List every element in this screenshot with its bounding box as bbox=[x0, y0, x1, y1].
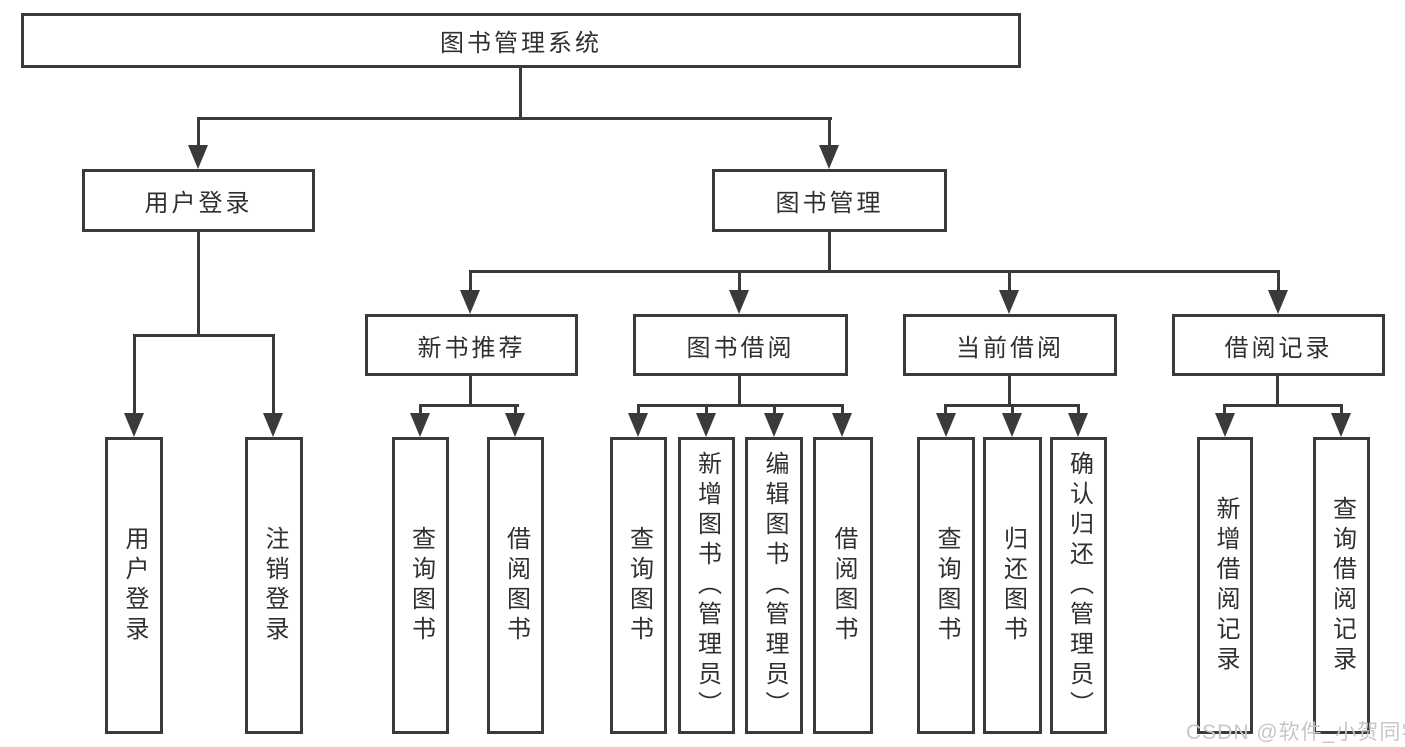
arrowhead-book-borrow bbox=[729, 290, 749, 314]
connector-g3-c3-stem bbox=[773, 404, 776, 420]
connector-user-login-stem bbox=[197, 117, 200, 150]
connector-g4-c1-stem bbox=[944, 404, 947, 420]
connector-level3-hline bbox=[469, 270, 1280, 273]
connector-g4-c2-stem bbox=[1011, 404, 1014, 420]
node-new-book-recommend-label: 新书推荐 bbox=[417, 334, 526, 362]
arrowhead-g2-query-books bbox=[410, 413, 430, 437]
arrowhead-g5-query-record bbox=[1331, 413, 1351, 437]
arrowhead-g3-edit-book bbox=[764, 413, 784, 437]
arrowhead-new-book bbox=[460, 290, 480, 314]
node-library-system-label: 图书管理系统 bbox=[440, 30, 602, 57]
connector-g3-hline bbox=[637, 404, 844, 407]
node-borrow-records: 借阅记录 bbox=[1172, 314, 1385, 376]
connector-user-login-down bbox=[197, 232, 200, 337]
leaf-query-books-recommend-label: 查询图书 bbox=[407, 525, 435, 646]
connector-g5-hline bbox=[1223, 404, 1343, 407]
arrowhead-g4-return-book bbox=[1002, 413, 1022, 437]
connector-g2-c2-stem bbox=[514, 404, 517, 420]
leaf-query-books-borrow-label: 查询图书 bbox=[625, 525, 653, 646]
node-new-book-recommend: 新书推荐 bbox=[365, 314, 578, 376]
leaf-add-borrow-record: 新增借阅记录 bbox=[1197, 437, 1253, 734]
leaf-query-books-current-label: 查询图书 bbox=[933, 525, 960, 646]
arrowhead-book-management bbox=[819, 145, 839, 169]
connector-g2-hline bbox=[419, 404, 519, 407]
leaf-query-books-current: 查询图书 bbox=[917, 437, 975, 734]
node-book-management: 图书管理 bbox=[712, 169, 947, 232]
leaf-query-books-recommend: 查询图书 bbox=[392, 437, 449, 734]
leaf-logout-label: 注销登录 bbox=[261, 525, 288, 646]
arrowhead-g4-confirm-return bbox=[1068, 413, 1088, 437]
arrowhead-g4-query-books bbox=[936, 413, 956, 437]
arrowhead-leaf-logout bbox=[263, 413, 283, 437]
connector-g5-c2-stem bbox=[1340, 404, 1343, 420]
connector-leaf-logout-stem bbox=[272, 334, 275, 416]
node-library-system: 图书管理系统 bbox=[21, 13, 1021, 68]
arrowhead-g3-add-book bbox=[696, 413, 716, 437]
connector-book-management-stem bbox=[828, 117, 831, 150]
arrowhead-user-login bbox=[188, 145, 208, 169]
csdn-watermark: CSDN @软件_小贺同学 bbox=[1186, 721, 1405, 744]
node-user-login-label: 用户登录 bbox=[144, 190, 253, 217]
connector-user-login-hline bbox=[133, 334, 275, 337]
node-book-borrow-label: 图书借阅 bbox=[686, 334, 795, 362]
leaf-edit-book-admin-label: 编辑图书（管理员） bbox=[761, 450, 788, 721]
connector-root-stem bbox=[519, 68, 522, 120]
node-current-borrow: 当前借阅 bbox=[903, 314, 1117, 376]
connector-current-borrow-stem bbox=[1008, 270, 1011, 295]
leaf-add-borrow-record-label: 新增借阅记录 bbox=[1212, 495, 1239, 676]
connector-borrow-records-stem bbox=[1277, 270, 1280, 295]
leaf-borrow-books-recommend: 借阅图书 bbox=[487, 437, 544, 734]
node-borrow-records-label: 借阅记录 bbox=[1224, 334, 1333, 362]
connector-new-book-stem bbox=[469, 270, 472, 295]
arrowhead-g2-borrow-books bbox=[505, 413, 525, 437]
leaf-return-book: 归还图书 bbox=[983, 437, 1042, 734]
connector-g3-down bbox=[738, 376, 741, 407]
leaf-user-login-label: 用户登录 bbox=[121, 525, 148, 646]
connector-level2-hline bbox=[197, 117, 832, 120]
arrowhead-borrow-records bbox=[1268, 290, 1288, 314]
leaf-logout: 注销登录 bbox=[245, 437, 303, 734]
connector-g3-c1-stem bbox=[637, 404, 640, 420]
arrowhead-g3-query-books bbox=[628, 413, 648, 437]
leaf-query-books-borrow: 查询图书 bbox=[610, 437, 667, 734]
leaf-confirm-return-admin: 确认归还（管理员） bbox=[1050, 437, 1107, 734]
arrowhead-g5-add-record bbox=[1215, 413, 1235, 437]
connector-book-management-down bbox=[828, 232, 831, 273]
connector-g2-c1-stem bbox=[419, 404, 422, 420]
connector-g3-c4-stem bbox=[841, 404, 844, 420]
leaf-borrow-books-recommend-label: 借阅图书 bbox=[502, 525, 530, 646]
leaf-add-book-admin-label: 新增图书（管理员） bbox=[693, 450, 721, 721]
connector-leaf-user-login-stem bbox=[133, 334, 136, 416]
arrowhead-leaf-user-login bbox=[124, 413, 144, 437]
connector-g3-c2-stem bbox=[705, 404, 708, 420]
arrowhead-g3-borrow-books bbox=[832, 413, 852, 437]
arrowhead-current-borrow bbox=[999, 290, 1019, 314]
connector-g4-down bbox=[1008, 376, 1011, 407]
connector-g2-down bbox=[469, 376, 472, 407]
node-current-borrow-label: 当前借阅 bbox=[956, 334, 1064, 362]
connector-g4-c3-stem bbox=[1077, 404, 1080, 420]
node-user-login: 用户登录 bbox=[82, 169, 315, 232]
leaf-query-borrow-record-label: 查询借阅记录 bbox=[1328, 495, 1356, 676]
leaf-edit-book-admin: 编辑图书（管理员） bbox=[745, 437, 803, 734]
leaf-borrow-books-2: 借阅图书 bbox=[813, 437, 873, 734]
leaf-confirm-return-admin-label: 确认归还（管理员） bbox=[1065, 450, 1093, 721]
connector-book-borrow-stem bbox=[738, 270, 741, 295]
node-book-borrow: 图书借阅 bbox=[633, 314, 848, 376]
node-book-management-label: 图书管理 bbox=[775, 190, 884, 217]
connector-g5-c1-stem bbox=[1223, 404, 1226, 420]
leaf-add-book-admin: 新增图书（管理员） bbox=[678, 437, 735, 734]
leaf-return-book-label: 归还图书 bbox=[999, 525, 1027, 646]
connector-g5-down bbox=[1276, 376, 1279, 407]
leaf-borrow-books-2-label: 借阅图书 bbox=[830, 525, 857, 646]
leaf-user-login: 用户登录 bbox=[105, 437, 163, 734]
leaf-query-borrow-record: 查询借阅记录 bbox=[1313, 437, 1370, 734]
